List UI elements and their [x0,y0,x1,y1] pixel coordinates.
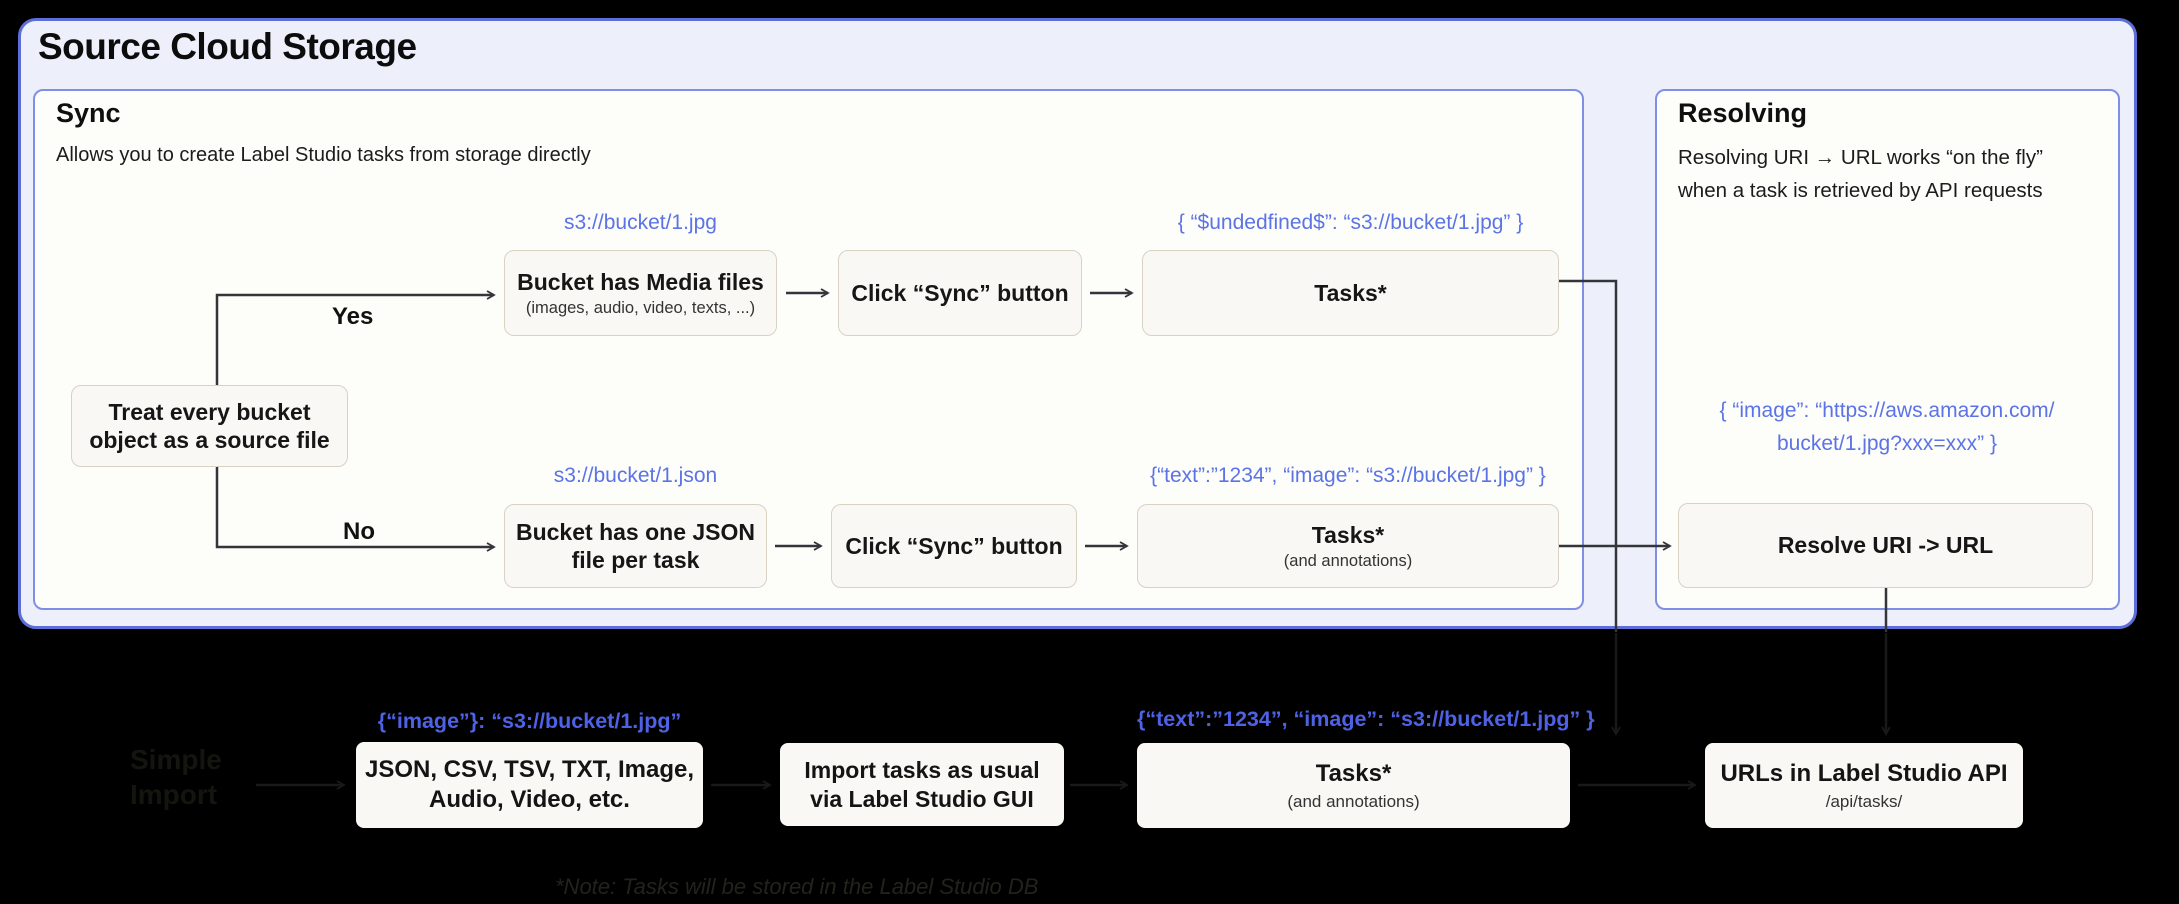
bucket-json-line2: file per task [571,547,700,573]
bucket-media-files-title: Bucket has Media files [517,269,764,296]
import-formats-card: JSON, CSV, TSV, TXT, Image, Audio, Video… [356,742,703,828]
import-gui-line2: via Label Studio GUI [810,785,1034,812]
page-title: Source Cloud Storage [38,26,417,67]
resolving-description-line2: when a task is retrieved by API requests [1678,179,2043,202]
resolve-uri-node-label: Resolve URI -> URL [1777,532,1994,559]
bucket-media-files-node: Bucket has Media files (images, audio, v… [504,250,777,336]
s3-jpg-uri-label: s3://bucket/1.jpg [564,211,717,234]
bucket-json-node: Bucket has one JSON file per task [504,504,767,588]
tasks-card-sub: (and annotations) [1287,792,1420,811]
tasks-node-top: Tasks* [1142,250,1559,336]
tasks-card-title: Tasks* [1315,760,1392,787]
tasks-node-bottom: Tasks* (and annotations) [1137,504,1559,588]
tasks-json-label-bottom: {“text”:”1234”, “image”: “s3://bucket/1.… [1150,464,1546,487]
simple-import-ghost-label: Simple Import [130,742,222,812]
resolving-description-line1: Resolving URI → URL works “on the fly” [1678,146,2043,169]
bucket-json-line1: Bucket has one JSON [515,518,756,545]
resolving-title: Resolving [1678,98,1808,128]
tasks-node-bottom-sub: (and annotations) [1283,551,1413,570]
tasks-card: Tasks* (and annotations) [1137,743,1570,828]
resolving-description: Resolving URI → URL works “on the fly” w… [1678,141,2114,207]
db-note: *Note: Tasks will be stored in the Label… [555,874,1039,899]
sync-subtitle: Allows you to create Label Studio tasks … [56,144,591,166]
api-urls-card-title: URLs in Label Studio API [1720,760,2008,787]
api-urls-card: URLs in Label Studio API /api/tasks/ [1705,743,2023,828]
import-gui-line1: Import tasks as usual [804,756,1040,783]
tasks-card-json-label: {“text”:”1234”, “image”: “s3://bucket/1.… [1137,707,1595,731]
sync-title: Sync [56,98,121,128]
decision-line1: Treat every bucket [108,398,311,425]
simple-import-line2: Import [130,779,218,810]
bucket-media-files-sub: (images, audio, video, texts, ...) [525,298,756,317]
resolved-url-json-line1: { “image”: “https://aws.amazon.com/ [1719,399,2055,422]
decision-line2: object as a source file [89,427,330,453]
tasks-json-label-top: { “$undedfined$”: “s3://bucket/1.jpg” } [1177,211,1524,234]
click-sync-button-node-top: Click “Sync” button [838,250,1082,336]
yes-label: Yes [332,303,374,330]
click-sync-button-bottom-label: Click “Sync” button [845,532,1063,559]
tasks-node-top-title: Tasks* [1314,279,1387,306]
no-label: No [343,518,375,545]
api-urls-card-sub: /api/tasks/ [1825,792,1903,811]
import-formats-json-label: {“image”}: “s3://bucket/1.jpg” [377,709,682,733]
simple-import-line1: Simple [130,744,222,775]
click-sync-button-node-bottom: Click “Sync” button [831,504,1077,588]
s3-json-uri-label: s3://bucket/1.json [553,464,718,487]
decision-node: Treat every bucket object as a source fi… [71,385,348,467]
tasks-node-bottom-title: Tasks* [1311,522,1385,549]
import-gui-card: Import tasks as usual via Label Studio G… [780,743,1064,826]
resolved-url-json-line2: bucket/1.jpg?xxx=xxx” } [1776,432,1998,455]
resolved-url-json-label: { “image”: “https://aws.amazon.com/ buck… [1678,394,2096,460]
click-sync-button-top-label: Click “Sync” button [851,279,1069,306]
resolve-uri-node: Resolve URI -> URL [1678,503,2093,588]
import-formats-line1: JSON, CSV, TSV, TXT, Image, [364,756,694,783]
import-formats-line2: Audio, Video, etc. [429,786,630,813]
